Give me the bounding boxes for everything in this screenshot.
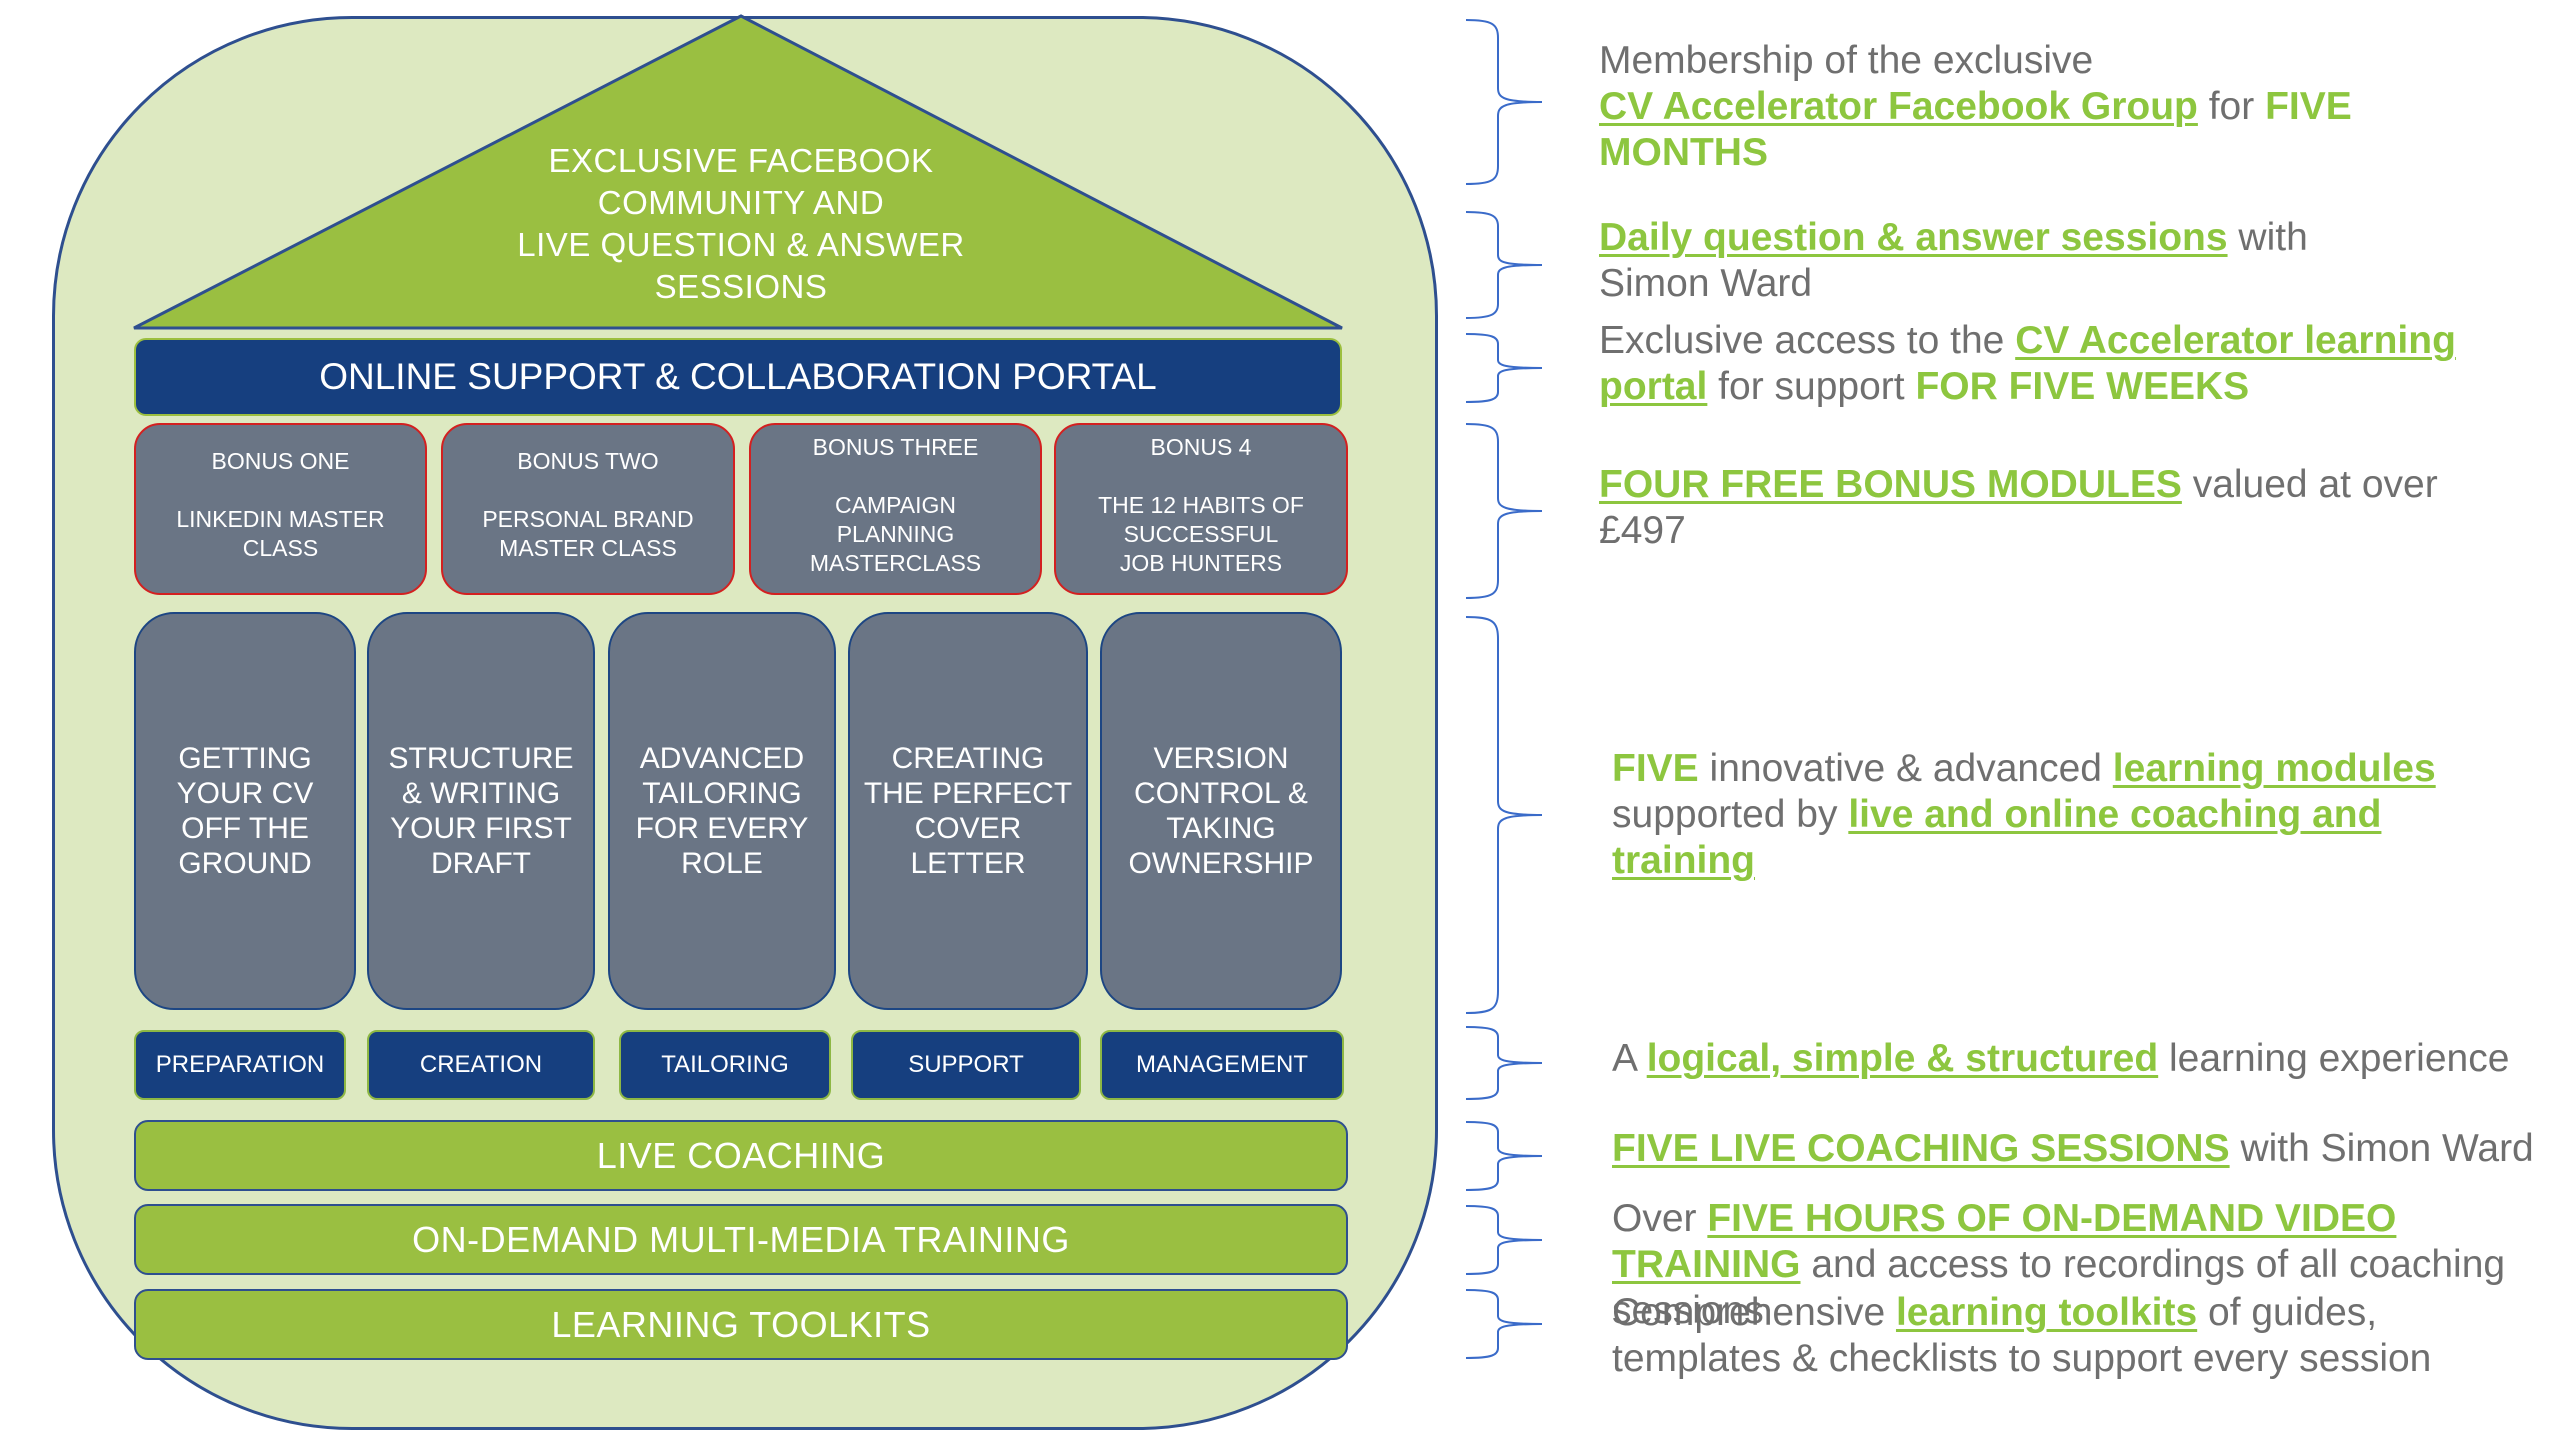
pillar-label: SUPPORT	[851, 1030, 1081, 1100]
pillar-line: FOR EVERY	[635, 812, 809, 845]
learning-portal-link[interactable]: CV Accelerator learning portal	[1599, 319, 2456, 408]
bonus-line: PLANNING	[836, 521, 955, 547]
on-demand-training-bar: ON-DEMAND MULTI-MEDIA TRAINING	[134, 1204, 1348, 1275]
brace-icon	[1465, 1121, 1543, 1191]
bonus-line: LINKEDIN MASTER	[176, 506, 385, 532]
pillar-line: VERSION	[1153, 742, 1289, 775]
portal-bar: ONLINE SUPPORT & COLLABORATION PORTAL	[134, 338, 1342, 416]
bonus-line: JOB HUNTERS	[1119, 550, 1283, 576]
pillar-line: ADVANCED	[639, 742, 805, 775]
roof-triangle	[133, 14, 1343, 330]
bonus-line: SUCCESSFUL	[1123, 521, 1279, 547]
desc-learning-portal: Exclusive access to the CV Accelerator l…	[1599, 319, 2456, 408]
pillar-line: GETTING	[178, 742, 312, 775]
bonus-title: BONUS ONE	[211, 448, 350, 474]
roof-line: COMMUNITY AND	[597, 184, 885, 221]
brace-icon	[1465, 616, 1543, 1014]
pillar: STRUCTURE & WRITING YOUR FIRST DRAFT	[367, 612, 595, 1010]
brace-icon	[1465, 1289, 1543, 1359]
bonus-line: CAMPAIGN	[835, 492, 956, 518]
pillar-label: TAILORING	[619, 1030, 831, 1100]
bonus-card: BONUS ONE LINKEDIN MASTER CLASS	[134, 423, 427, 595]
pillar-line: COVER	[914, 812, 1022, 845]
learning-toolkits-link[interactable]: learning toolkits	[1895, 1291, 2198, 1334]
pillar-line: DRAFT	[431, 847, 531, 880]
bonus-card: BONUS 4 THE 12 HABITS OF SUCCESSFUL JOB …	[1054, 423, 1348, 595]
structured-link[interactable]: logical, simple & structured	[1646, 1037, 2159, 1080]
bonus-title: BONUS THREE	[812, 434, 979, 460]
learning-toolkits-bar: LEARNING TOOLKITS	[134, 1289, 1348, 1360]
roof-line: SESSIONS	[654, 268, 828, 305]
brace-icon	[1465, 423, 1543, 599]
bonus-card: BONUS TWO PERSONAL BRAND MASTER CLASS	[441, 423, 735, 595]
pillar-line: TAKING	[1166, 812, 1276, 845]
roof-line: LIVE QUESTION & ANSWER	[517, 226, 965, 263]
bonus-line: MASTERCLASS	[809, 550, 982, 576]
desc-structured-experience: A logical, simple & structured learning …	[1612, 1037, 2510, 1080]
desc-video-training: Over FIVE HOURS OF ON-DEMAND VIDEO TRAIN…	[1612, 1197, 2506, 1332]
pillar-label: PREPARATION	[134, 1030, 346, 1100]
brace-icon	[1465, 211, 1543, 319]
pillar-label: CREATION	[367, 1030, 595, 1100]
pillar-line: OFF THE	[181, 812, 309, 845]
pillar: ADVANCED TAILORING FOR EVERY ROLE	[608, 612, 836, 1010]
pillar-line: LETTER	[910, 847, 1026, 880]
bonus-line: PERSONAL BRAND	[482, 506, 694, 532]
live-coaching-bar: LIVE COACHING	[134, 1120, 1348, 1191]
roof-label: EXCLUSIVE FACEBOOK COMMUNITY AND LIVE QU…	[400, 140, 1082, 308]
bonus-title: BONUS TWO	[517, 448, 659, 474]
bonus-card: BONUS THREE CAMPAIGN PLANNING MASTERCLAS…	[749, 423, 1042, 595]
pillar-line: THE PERFECT	[863, 777, 1073, 810]
pillar-line: YOUR CV	[176, 777, 314, 810]
pillar-label: MANAGEMENT	[1100, 1030, 1344, 1100]
bonus-line: THE 12 HABITS OF	[1098, 492, 1304, 518]
bonus-line: MASTER CLASS	[499, 535, 677, 561]
desc-qa-sessions: Daily question & answer sessions with Si…	[1599, 216, 2308, 305]
video-training-link[interactable]: FIVE HOURS OF ON-DEMAND VIDEO TRAINING	[1612, 1197, 2397, 1286]
brace-icon	[1465, 19, 1543, 185]
pillar-line: CONTROL &	[1134, 777, 1308, 810]
pillar-line: OWNERSHIP	[1128, 847, 1314, 880]
brace-icon	[1465, 333, 1543, 403]
pillar-line: TAILORING	[642, 777, 802, 810]
pillar: CREATING THE PERFECT COVER LETTER	[848, 612, 1088, 1010]
roof-line: EXCLUSIVE FACEBOOK	[548, 142, 934, 179]
pillar-line: YOUR FIRST	[390, 812, 572, 845]
pillar-line: & WRITING	[401, 777, 561, 810]
desc-facebook-group: Membership of the exclusive CV Accelerat…	[1599, 39, 2352, 174]
bonus-line: CLASS	[242, 535, 319, 561]
qa-sessions-link[interactable]: Daily question & answer sessions	[1599, 216, 2228, 259]
pillar-line: STRUCTURE	[388, 742, 574, 775]
pillar-line: GROUND	[178, 847, 312, 880]
facebook-group-link[interactable]: CV Accelerator Facebook Group	[1599, 85, 2198, 128]
desc-live-coaching: FIVE LIVE COACHING SESSIONS with Simon W…	[1612, 1127, 2534, 1170]
pillar-line: ROLE	[681, 847, 763, 880]
pillar-line: CREATING	[891, 742, 1045, 775]
bonus-title: BONUS 4	[1150, 434, 1252, 460]
brace-icon	[1465, 1026, 1543, 1100]
desc-bonus-modules: FOUR FREE BONUS MODULES valued at over £…	[1599, 463, 2438, 552]
live-coaching-link[interactable]: FIVE LIVE COACHING SESSIONS	[1612, 1127, 2230, 1170]
bonus-modules-link[interactable]: FOUR FREE BONUS MODULES	[1599, 463, 2182, 506]
pillar: GETTING YOUR CV OFF THE GROUND	[134, 612, 356, 1010]
learning-modules-link[interactable]: learning modules	[2112, 747, 2436, 790]
coaching-training-link[interactable]: live and online coaching and training	[1612, 793, 2382, 882]
desc-learning-modules: FIVE innovative & advanced learning modu…	[1612, 747, 2436, 882]
desc-learning-toolkits: Comprehensive learning toolkits of guide…	[1612, 1291, 2432, 1380]
brace-icon	[1465, 1205, 1543, 1275]
pillar: VERSION CONTROL & TAKING OWNERSHIP	[1100, 612, 1342, 1010]
